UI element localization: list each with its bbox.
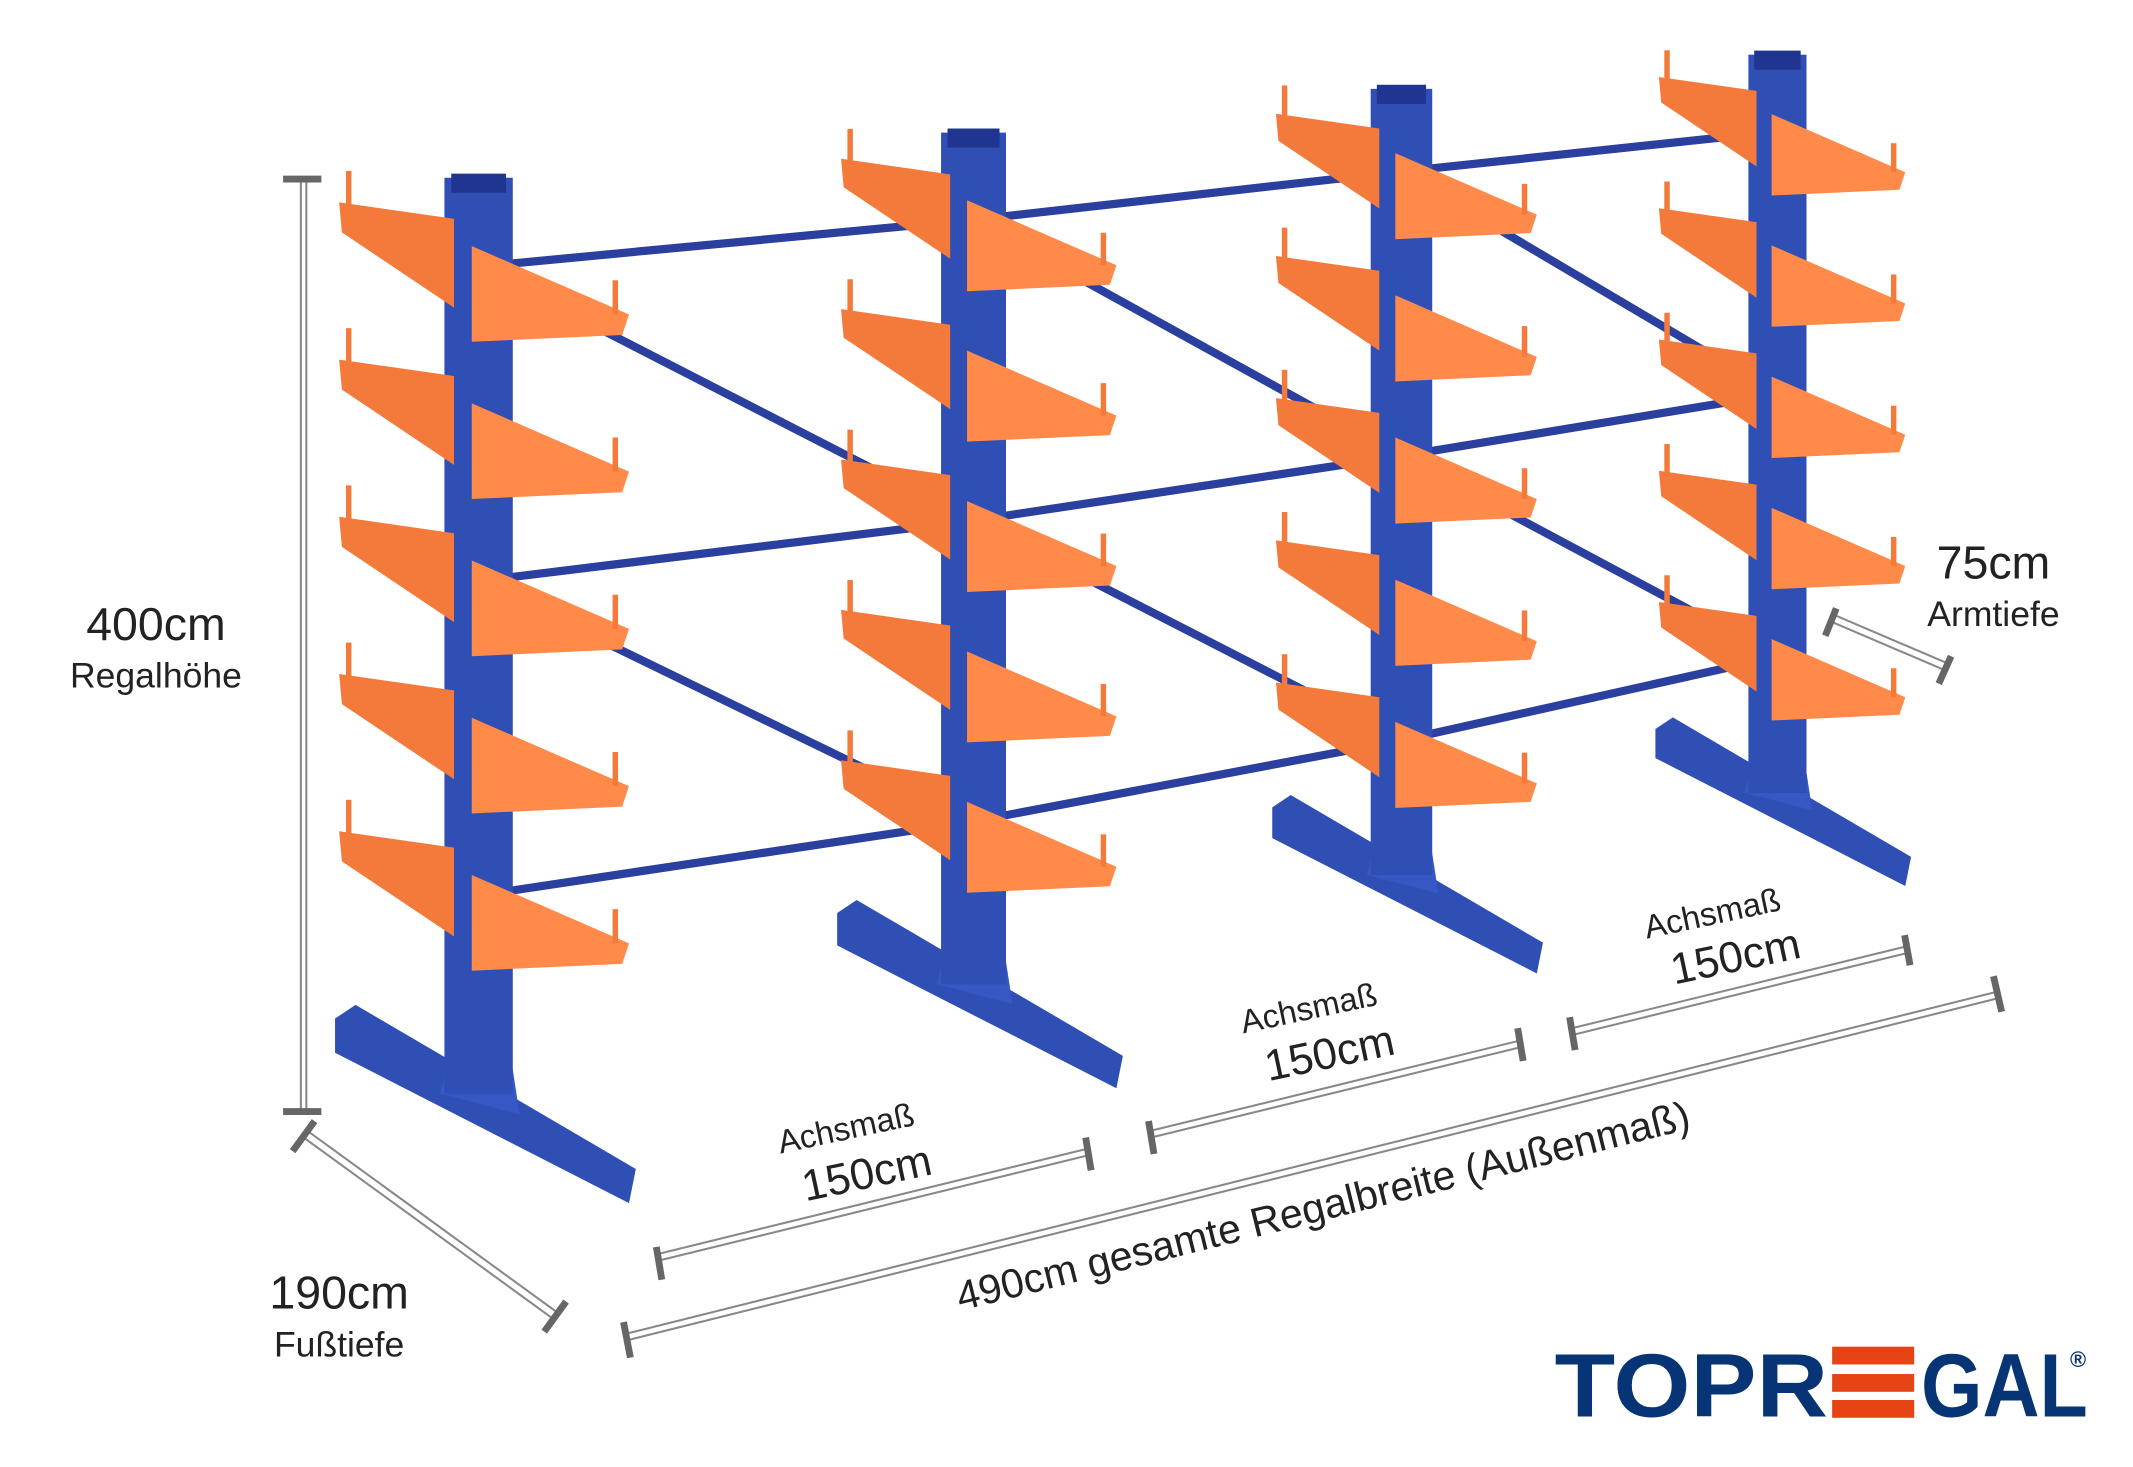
front-arm bbox=[1771, 245, 1906, 327]
horizontal-brace bbox=[972, 451, 1403, 525]
arm-depth-value: 75cm bbox=[1937, 536, 2051, 588]
front-arm bbox=[471, 717, 629, 814]
back-arm bbox=[339, 674, 454, 780]
back-arm bbox=[1658, 470, 1757, 561]
back-arm bbox=[1658, 76, 1757, 167]
back-arm bbox=[339, 831, 454, 937]
horizontal-brace bbox=[973, 167, 1402, 224]
horizontal-brace bbox=[972, 736, 1403, 826]
front-arm bbox=[1395, 295, 1537, 382]
back-arm bbox=[1275, 540, 1380, 636]
back-arm bbox=[841, 760, 951, 861]
column-top bbox=[1754, 50, 1801, 70]
column-top bbox=[947, 128, 1000, 148]
back-arm bbox=[1658, 601, 1757, 692]
column-top bbox=[451, 173, 506, 193]
rack-illustration bbox=[335, 50, 1912, 1204]
front-arm bbox=[967, 651, 1117, 743]
back-arm bbox=[339, 516, 454, 623]
back-arm bbox=[1275, 113, 1380, 209]
svg-text:TOPR: TOPR bbox=[1555, 1335, 1828, 1436]
back-arm bbox=[339, 359, 454, 465]
front-arm bbox=[967, 200, 1117, 292]
foot-depth-dimension-line bbox=[289, 1119, 569, 1334]
height-dimension-line bbox=[283, 175, 322, 1115]
front-arm bbox=[471, 403, 629, 500]
front-arm bbox=[471, 875, 629, 971]
horizontal-brace bbox=[478, 215, 974, 271]
foot-depth-value: 190cm bbox=[269, 1266, 408, 1318]
horizontal-brace bbox=[478, 516, 975, 586]
back-arm bbox=[1275, 255, 1380, 351]
total-width-dimension-line bbox=[620, 975, 2005, 1359]
height-label: Regalhöhe bbox=[70, 656, 242, 696]
column-top bbox=[1376, 84, 1427, 104]
back-arm bbox=[1658, 339, 1757, 429]
back-arm bbox=[841, 609, 951, 710]
front-arm bbox=[1771, 507, 1906, 590]
foot-depth-label: Fußtiefe bbox=[274, 1324, 404, 1364]
bay-dimension-line-1 bbox=[652, 1136, 1095, 1281]
back-arm bbox=[1275, 682, 1380, 778]
svg-text:®: ® bbox=[2070, 1347, 2086, 1372]
svg-text:GAL: GAL bbox=[1921, 1335, 2088, 1436]
horizontal-brace bbox=[1400, 390, 1779, 461]
front-arm bbox=[967, 350, 1117, 442]
bay-dimension-line-2 bbox=[1145, 1027, 1527, 1155]
back-arm bbox=[841, 459, 951, 560]
front-arm bbox=[471, 246, 629, 342]
front-arm bbox=[1395, 437, 1537, 524]
front-arm bbox=[1395, 579, 1537, 666]
arm-depth-label: Armtiefe bbox=[1927, 594, 2059, 634]
front-arm bbox=[1395, 721, 1537, 809]
topregal-logo: TOPR GAL ® bbox=[1555, 1335, 2088, 1436]
front-arm bbox=[967, 501, 1117, 592]
front-arm bbox=[1771, 639, 1906, 721]
back-arm bbox=[1658, 208, 1757, 298]
front-arm bbox=[471, 560, 629, 657]
bay-dimension-line-3 bbox=[1566, 934, 1914, 1051]
back-arm bbox=[1275, 398, 1380, 493]
front-arm bbox=[1771, 376, 1906, 459]
total-width-label: 490cm gesamte Regalbreite (Außenmaß) bbox=[951, 1092, 1694, 1319]
arm-depth-dimension-line bbox=[1822, 607, 1955, 686]
back-arm bbox=[841, 309, 951, 410]
horizontal-brace bbox=[477, 817, 975, 900]
front-arm bbox=[967, 801, 1117, 893]
front-arm bbox=[1771, 114, 1906, 196]
height-value: 400cm bbox=[86, 598, 225, 650]
back-arm bbox=[339, 202, 454, 308]
front-arm bbox=[1395, 153, 1537, 240]
horizontal-brace bbox=[1400, 652, 1779, 745]
back-arm bbox=[841, 158, 951, 259]
